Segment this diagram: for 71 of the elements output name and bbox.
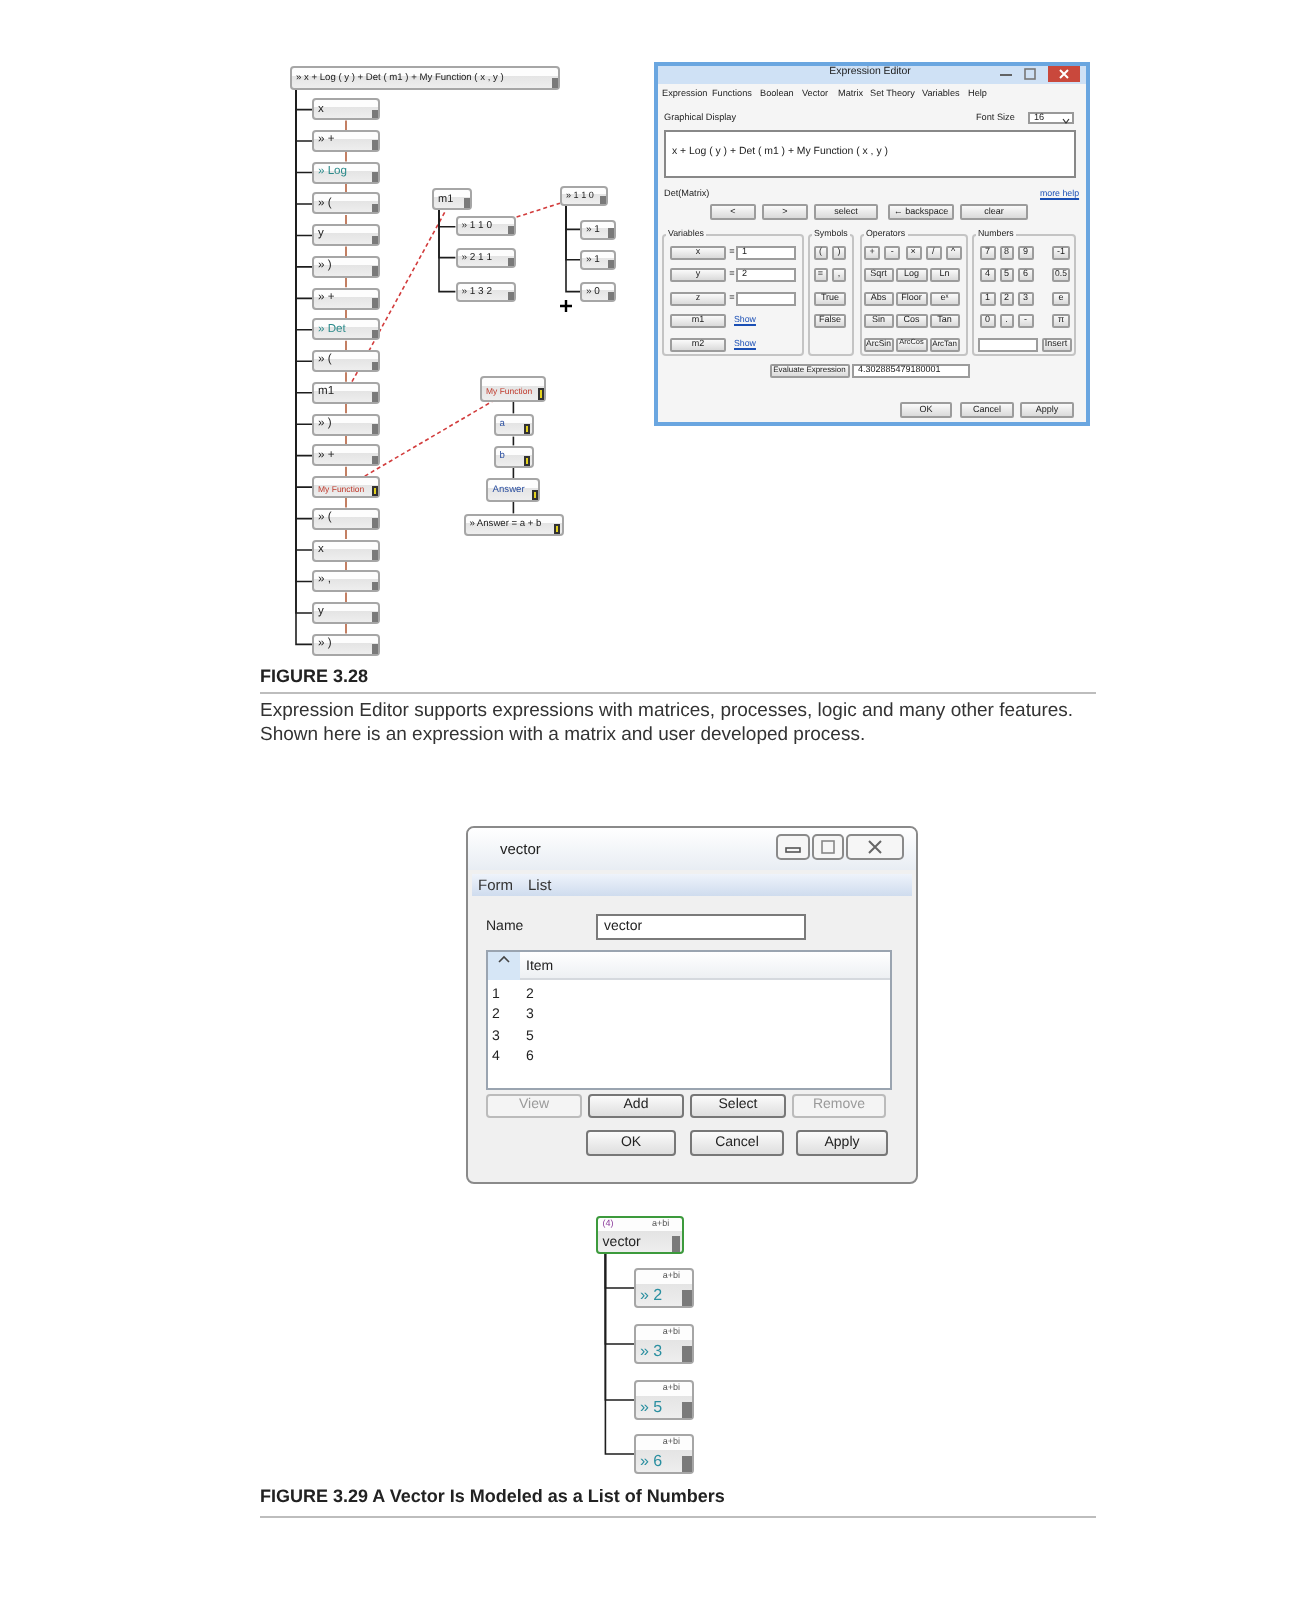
- token-node: [312, 161, 380, 184]
- token-node: [312, 476, 380, 499]
- connector-line: [345, 434, 347, 446]
- dashed-line: [363, 400, 494, 477]
- tree-connector: [565, 205, 581, 293]
- tree-connector: [438, 209, 457, 293]
- token-node: [312, 507, 380, 530]
- connector-line: [345, 465, 347, 477]
- row-node: [455, 216, 517, 237]
- token-node: [312, 570, 380, 593]
- token-node: [312, 130, 380, 153]
- token-node: [312, 444, 380, 467]
- connector-line: [345, 277, 347, 289]
- caption-text: Expression Editor supports expressions with matrices, processes, logic and many other features. Shown here is an expression with a matrix and user developed process.: [260, 700, 1076, 746]
- token-node: [312, 413, 380, 436]
- matrix-node: [432, 188, 472, 210]
- connector-line: [512, 400, 515, 415]
- connector-line: [345, 591, 347, 603]
- token-node: [312, 539, 380, 562]
- node-label: » 3: [640, 1344, 663, 1360]
- vector-node: [596, 1216, 684, 1254]
- token-node: [312, 318, 380, 341]
- row-node: [455, 247, 517, 268]
- connector-line: [345, 497, 347, 509]
- token-node: [312, 633, 380, 656]
- connector-line: [512, 467, 515, 480]
- node-label: » 2: [640, 1288, 663, 1304]
- connector-line: [512, 435, 515, 447]
- row-node: [580, 249, 617, 270]
- token-node: [312, 381, 380, 404]
- token-node: [312, 255, 380, 278]
- figure-caption: FIGURE 3.28: [260, 668, 369, 686]
- row-node: [580, 281, 617, 302]
- element-node: [634, 1324, 694, 1364]
- connector-line: [345, 340, 347, 352]
- token-node: [312, 287, 380, 310]
- connector-line: [345, 402, 347, 414]
- connector-line: [345, 245, 347, 257]
- connector-line: [345, 371, 347, 383]
- row-node: [455, 281, 517, 302]
- expression-node: [290, 65, 560, 90]
- connector-line: [345, 182, 347, 194]
- token-node: [312, 98, 380, 121]
- connector-line: [345, 308, 347, 320]
- token-node: [312, 350, 380, 373]
- token-node: [312, 192, 380, 215]
- process-node: [463, 513, 564, 537]
- matrix-node: [560, 185, 608, 206]
- dashed-line: [351, 209, 447, 383]
- element-node: [634, 1434, 694, 1474]
- connector-line: [345, 214, 347, 226]
- token-node: [312, 601, 380, 624]
- row-node: [580, 219, 617, 240]
- element-node: [634, 1268, 694, 1308]
- connector-line: [345, 623, 347, 635]
- connector-line: [512, 500, 515, 515]
- node-label: » 6: [640, 1454, 663, 1470]
- connector-line: [345, 151, 347, 163]
- node-label: » 5: [640, 1400, 663, 1416]
- figure-caption: FIGURE 3.29 A Vector Is Modeled as a List of Numbers: [260, 1488, 725, 1506]
- connector-line: [345, 560, 347, 572]
- dashed-line: [515, 202, 561, 218]
- connector-line: [345, 119, 347, 131]
- element-node: [634, 1380, 694, 1420]
- tree-connector: [604, 1253, 635, 1455]
- process-node: [486, 478, 541, 502]
- process-node: [480, 376, 547, 402]
- process-node: [493, 413, 534, 437]
- token-node: [312, 224, 380, 247]
- process-node: [493, 445, 534, 468]
- connector-line: [345, 528, 347, 540]
